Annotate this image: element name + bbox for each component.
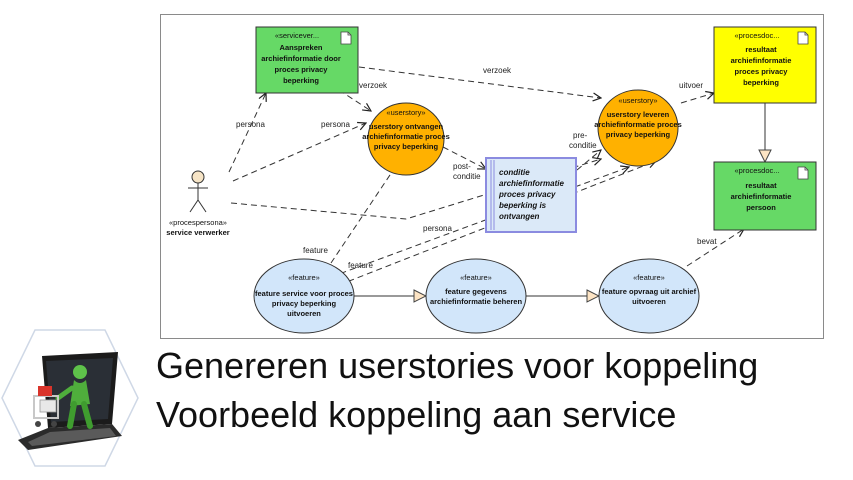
- edge-label-pre-2: conditie: [569, 141, 597, 150]
- document-icon: [797, 31, 809, 45]
- actor-stereotype: «procespersona»: [169, 218, 227, 227]
- node-line: feature service voor proces: [255, 289, 353, 298]
- diagram-canvas: persona persona persona verzoek verzoek …: [160, 14, 824, 339]
- edge-actor-us-ontvangen: [232, 123, 366, 182]
- node-line: privacy beperking: [606, 130, 671, 139]
- node-line: uitvoeren: [632, 297, 666, 306]
- node-line: uitvoeren: [287, 309, 321, 318]
- edge-label-post-1: post-: [453, 162, 471, 171]
- node-stereotype: «userstory»: [386, 108, 425, 117]
- node-actor[interactable]: «procespersona» service verwerker: [166, 170, 230, 237]
- figure-with-cart-icon: [33, 365, 93, 429]
- edge-ontvangen-conditie: [442, 146, 486, 169]
- document-icon: [340, 31, 352, 45]
- edge-conditie-leveren: [576, 150, 601, 171]
- edge-service-us-leveren: [358, 66, 601, 98]
- node-line: archiefinformatie door: [261, 54, 341, 63]
- node-line: proces privacy: [275, 65, 329, 74]
- document-icon: [797, 166, 809, 180]
- stick-figure-icon: [188, 170, 208, 213]
- slide-subtitle: Voorbeeld koppeling aan service: [156, 394, 677, 435]
- node-line: feature opvraag uit archief: [602, 287, 697, 296]
- node-line: archiefinformatie: [499, 179, 564, 188]
- edge-service-us-ontvangen: [338, 89, 371, 111]
- edge-label-pre-1: pre-: [573, 131, 588, 140]
- node-line: privacy beperking: [374, 142, 439, 151]
- slide-title: Genereren userstories voor koppeling: [156, 345, 759, 386]
- node-resultaat-persoon[interactable]: «procesdoc... resultaat archiefinformati…: [713, 161, 817, 231]
- node-line: archiefinformatie: [731, 192, 792, 201]
- node-line: conditie: [499, 168, 530, 177]
- node-line: userstory ontvangen: [369, 122, 444, 131]
- edge-label-persona-1: persona: [236, 120, 265, 129]
- edge-feat-us-ontvangen: [330, 163, 398, 264]
- node-line: proces privacy: [735, 67, 789, 76]
- diagram-svg: persona persona persona verzoek verzoek …: [166, 26, 817, 334]
- node-line: archiefinformatie beheren: [430, 297, 523, 306]
- edge-label-verzoek-2: verzoek: [483, 66, 512, 75]
- node-line: persoon: [746, 203, 776, 212]
- edge-label-persona-3: persona: [423, 224, 452, 233]
- edge-feat-us-leveren-1: [330, 167, 629, 278]
- node-line: archiefinformatie: [731, 56, 792, 65]
- node-stereotype: «procesdoc...: [734, 166, 779, 175]
- node-resultaat-proces[interactable]: «procesdoc... resultaat archiefinformati…: [713, 26, 817, 104]
- edge-label-verzoek-1: verzoek: [359, 81, 388, 90]
- node-stereotype: «procesdoc...: [734, 31, 779, 40]
- edge-label-feature-2: feature: [348, 261, 373, 270]
- node-line: beperking: [283, 76, 319, 85]
- node-line: archiefinformatie proces: [594, 120, 682, 129]
- edge-label-uitvoer: uitvoer: [679, 81, 703, 90]
- node-feature-gegevens[interactable]: «feature» feature gegevens archiefinform…: [425, 258, 527, 334]
- node-line: resultaat: [745, 181, 777, 190]
- node-stereotype: «feature»: [460, 273, 492, 282]
- edge-label-post-2: conditie: [453, 172, 481, 181]
- node-line: beperking is: [499, 201, 547, 210]
- node-stereotype: «servicever...: [275, 31, 319, 40]
- node-service-aanspreken[interactable]: «servicever... Aanspreken archiefinforma…: [255, 26, 359, 94]
- node-line: userstory leveren: [607, 110, 670, 119]
- node-feature-service[interactable]: «feature» feature service voor proces pr…: [253, 258, 355, 334]
- node-conditie[interactable]: conditie archiefinformatie proces privac…: [485, 157, 577, 233]
- node-line: beperking: [743, 78, 779, 87]
- node-userstory-ontvangen[interactable]: «userstory» userstory ontvangen archiefi…: [362, 102, 450, 176]
- edge-opvraag-resultaat: [686, 229, 744, 267]
- edge-leveren-resultaat: [680, 93, 714, 104]
- logo-svg: [1, 329, 139, 467]
- node-stereotype: «feature»: [288, 273, 320, 282]
- node-stereotype: «feature»: [633, 273, 665, 282]
- actor-name: service verwerker: [166, 228, 229, 237]
- node-line: resultaat: [745, 45, 777, 54]
- edge-label-persona-2: persona: [321, 120, 350, 129]
- edge-label-bevat: bevat: [697, 237, 717, 246]
- node-feature-opvraag[interactable]: «feature» feature opvraag uit archief ui…: [598, 258, 700, 334]
- node-line: Aanspreken: [280, 43, 323, 52]
- node-line: proces privacy: [498, 190, 556, 199]
- logo: [0, 328, 140, 468]
- node-userstory-leveren[interactable]: «userstory» userstory leveren archiefinf…: [594, 89, 682, 167]
- node-line: ontvangen: [499, 212, 540, 221]
- edge-label-feature-1: feature: [303, 246, 328, 255]
- node-line: feature gegevens: [445, 287, 507, 296]
- edge-actor-service: [228, 93, 266, 173]
- node-line: archiefinformatie proces: [362, 132, 450, 141]
- node-stereotype: «userstory»: [618, 96, 657, 105]
- node-line: privacy beperking: [272, 299, 337, 308]
